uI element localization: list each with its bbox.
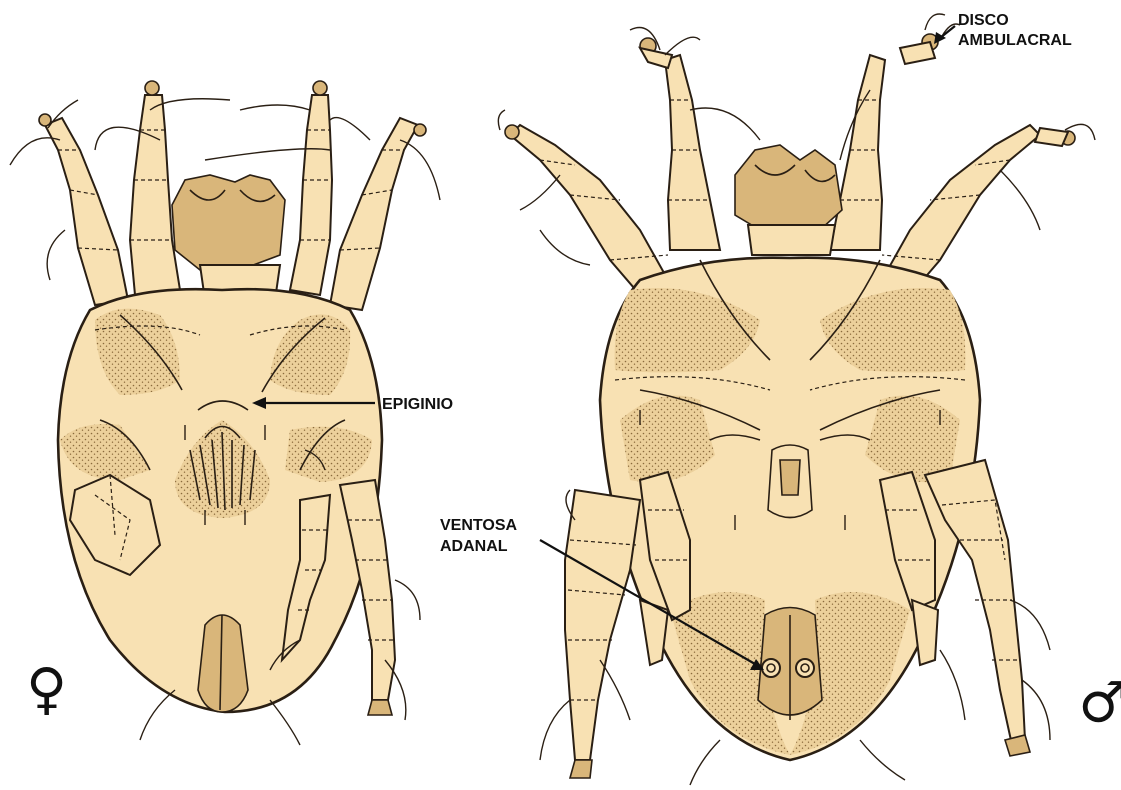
disco-label-line2: AMBULACRAL [958,32,1072,49]
ventosa-label-line1: VENTOSA [440,517,518,534]
male-gnathosoma [735,145,842,255]
male-mite [498,14,1095,785]
ventosa-label-line2: ADANAL [440,538,508,555]
female-symbol: ♀ [26,657,67,722]
disco-label-line1: DISCO [958,12,1009,29]
male-anal-region [758,608,822,721]
female-gnathosoma [172,175,285,300]
female-mite [10,81,440,745]
male-symbol: ♂ [1078,671,1121,736]
female-anal-region [198,615,248,712]
epiginio-label: EPIGINIO [382,396,453,413]
disco-ambulacral-callout: DISCO AMBULACRAL [934,12,1072,49]
